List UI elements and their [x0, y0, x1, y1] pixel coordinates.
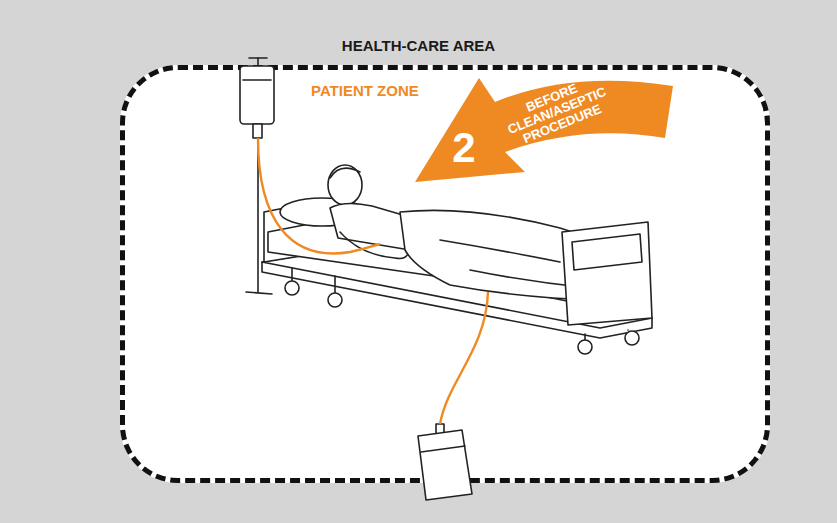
- urine-bag: [418, 430, 472, 500]
- blanket-fold: [440, 240, 560, 262]
- iv-bag: [240, 66, 274, 124]
- patient-arm: [340, 232, 408, 259]
- blanket: [400, 210, 615, 300]
- bed-frame-lower: [262, 262, 652, 338]
- blanket-fold: [470, 270, 590, 288]
- patient-head: [328, 165, 362, 205]
- bed-wheel: [328, 293, 342, 307]
- area-heading: HEALTH-CARE AREA: [0, 37, 837, 55]
- iv-tube: [258, 138, 380, 253]
- iv-hook: [249, 57, 267, 59]
- patient-torso: [330, 203, 420, 250]
- drip-chamber: [253, 124, 262, 138]
- pillow: [280, 198, 364, 226]
- bed-frame: [262, 252, 652, 328]
- iv-pole: [257, 58, 259, 292]
- iv-bag-level: [243, 79, 271, 81]
- urine-bag-port: [436, 424, 444, 434]
- patient-hair: [330, 168, 360, 178]
- iv-pole-base: [246, 292, 272, 294]
- bed-wheel: [578, 340, 592, 354]
- headboard: [264, 200, 326, 262]
- bed-leg: [584, 334, 586, 340]
- bed-wheel: [285, 281, 299, 295]
- bed-leg: [334, 276, 336, 294]
- footboard: [562, 222, 652, 325]
- footboard-panel: [572, 234, 642, 270]
- moment-label: BEFORE CLEAN/ASEPTIC PROCEDURE: [495, 70, 618, 152]
- catheter-tube: [440, 292, 488, 424]
- patient-zone: PATIENT ZONE2BEFORE CLEAN/ASEPTIC PROCED…: [120, 65, 770, 483]
- bed-leg: [291, 268, 293, 282]
- mattress: [268, 220, 620, 300]
- bed-wheel: [625, 331, 639, 345]
- urine-bag-level: [421, 446, 465, 452]
- moment-number: 2: [439, 126, 489, 170]
- zone-label: PATIENT ZONE: [311, 82, 471, 100]
- moment-arrow: 2BEFORE CLEAN/ASEPTIC PROCEDURE: [397, 72, 677, 197]
